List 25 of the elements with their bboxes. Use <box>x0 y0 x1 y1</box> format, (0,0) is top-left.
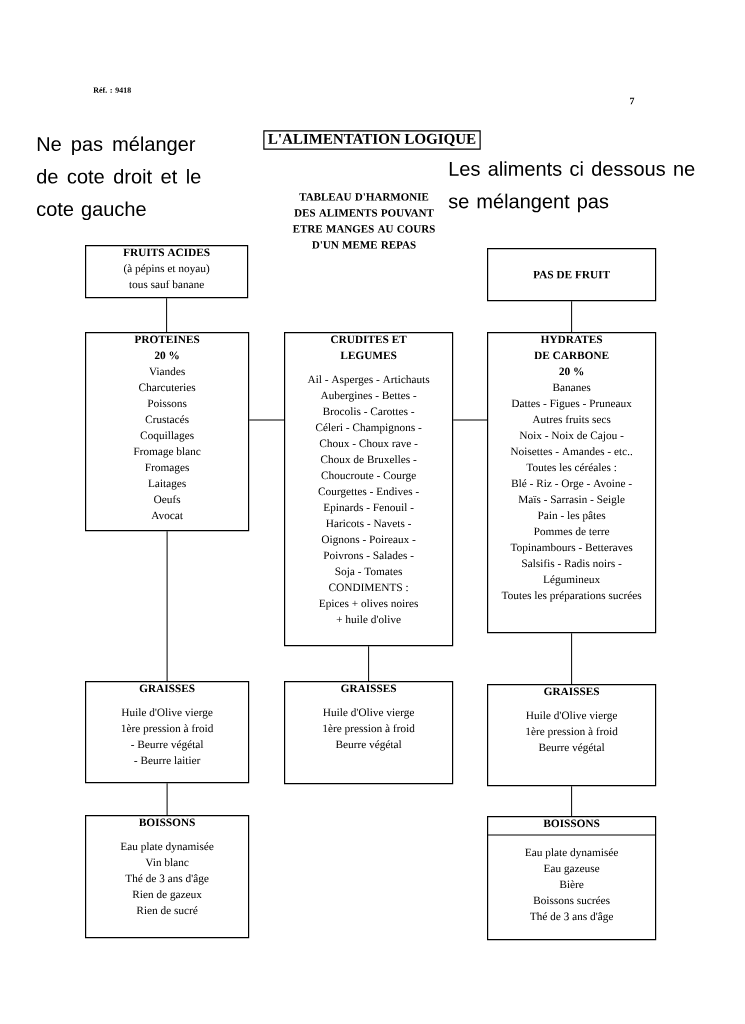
subtitle: TABLEAU D'HARMONIE DES ALIMENTS POUVANT ETRE MANGES AU COURS D'UN MEME REPAS <box>292 193 435 249</box>
connector-line <box>368 645 370 682</box>
food-group-box: CRUDITES ET LEGUMES Ail - Asperges - Artichauts Aubergines - Bettes - Brocolis - Carottes - Céleri - Champignons - Choux - Choux rave - Choux de Bruxelles - Choucroute - Courge Courgettes - Endives - Epinards - Fenouil - Haricots - Navets - Oignons - Poireaux - Poivrons - Salades - Soja - Tomates CONDIMENTS : Epices + olives noires + huile d'olive <box>284 332 454 647</box>
food-group-box: HYDRATES DE CARBONE 20 % Bananes Dattes - Figues - Pruneaux Autres fruits secs Noix - Noix de Cajou - Noisettes - Amandes - etc.. Toutes les céréales : Blé - Riz - Orge - Avoine - Maïs - Sarrasin - Seigle Pain - les pâtes Pommes de terre Topinambours - Betteraves Salsifis - Radis noirs - Légumineux Toutes les préparations sucrées <box>487 332 657 634</box>
food-group-box: BOISSONS Eau plate dynamisée Eau gazeuse Bière Boissons sucrées Thé de 3 ans d'âge <box>486 816 657 941</box>
connector-line <box>571 300 573 333</box>
reference-number: Réf. : 9418 <box>93 87 131 93</box>
connector-line <box>571 632 573 685</box>
food-group-box: GRAISSES Huile d'Olive vierge 1ère pression à froid - Beurre végétal - Beurre laitier <box>85 681 250 784</box>
food-group-box: BOISSONS Eau plate dynamisée Vin blanc Thé de 3 ans d'âge Rien de gazeux Rien de sucré <box>85 815 250 939</box>
handwritten-note: Les aliments ci dessous ne se mélangent pas <box>448 161 695 213</box>
page-number: 7 <box>630 97 635 105</box>
connector-line <box>571 785 573 817</box>
food-group-box: GRAISSES Huile d'Olive vierge 1ère pression à froid Beurre végétal <box>487 684 657 787</box>
food-group-box: GRAISSES Huile d'Olive vierge 1ère pression à froid Beurre végétal <box>284 681 454 785</box>
title-box: L'ALIMENTATION LOGIQUE <box>263 130 481 150</box>
connector-line <box>166 297 168 333</box>
connector-line <box>166 530 168 682</box>
food-group-box: PROTEINES 20 % Viandes Charcuteries Poissons Crustacés Coquillages Fromage blanc Fromages Laitages Oeufs Avocat <box>85 332 250 532</box>
handwritten-note: Ne pas mélanger de cote droit et le cote gauche <box>37 136 201 221</box>
food-group-box: FRUITS ACIDES (à pépins et noyau) tous sauf banane <box>85 245 249 299</box>
connector-line <box>452 419 488 421</box>
connector-line <box>248 419 285 421</box>
connector-line <box>166 782 168 816</box>
food-group-box: PAS DE FRUIT <box>487 248 657 302</box>
